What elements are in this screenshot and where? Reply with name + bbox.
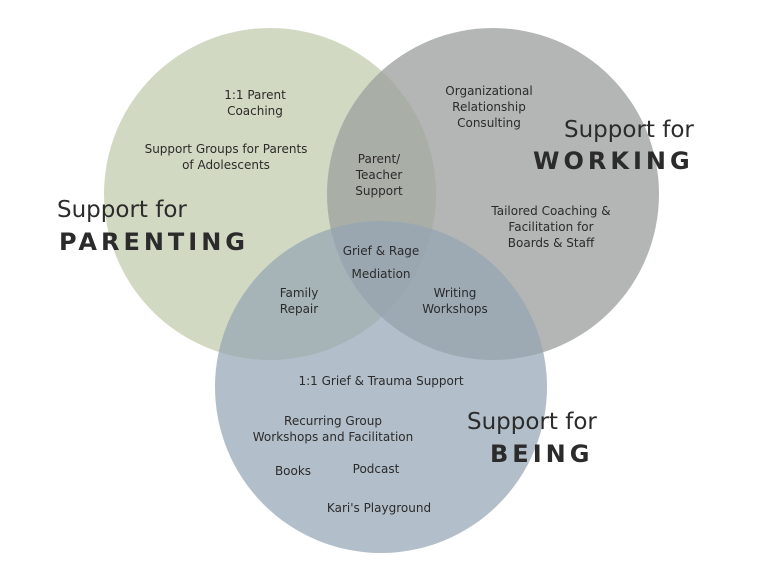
podcast-item: Podcast	[352, 462, 400, 476]
parenting-title: PARENTING	[59, 228, 250, 256]
books-item: Books	[274, 464, 312, 478]
being-title: BEING	[490, 440, 594, 468]
working-title: WORKING	[533, 147, 694, 175]
being-support-for: Support for	[467, 409, 597, 435]
parenting-support-for: Support for	[57, 197, 187, 223]
karis-playground-item: Kari's Playground	[326, 501, 432, 515]
being-circle	[215, 221, 547, 553]
grief-trauma-support-item: 1:1 Grief & Trauma Support	[298, 374, 464, 388]
working-support-for: Support for	[564, 117, 694, 143]
